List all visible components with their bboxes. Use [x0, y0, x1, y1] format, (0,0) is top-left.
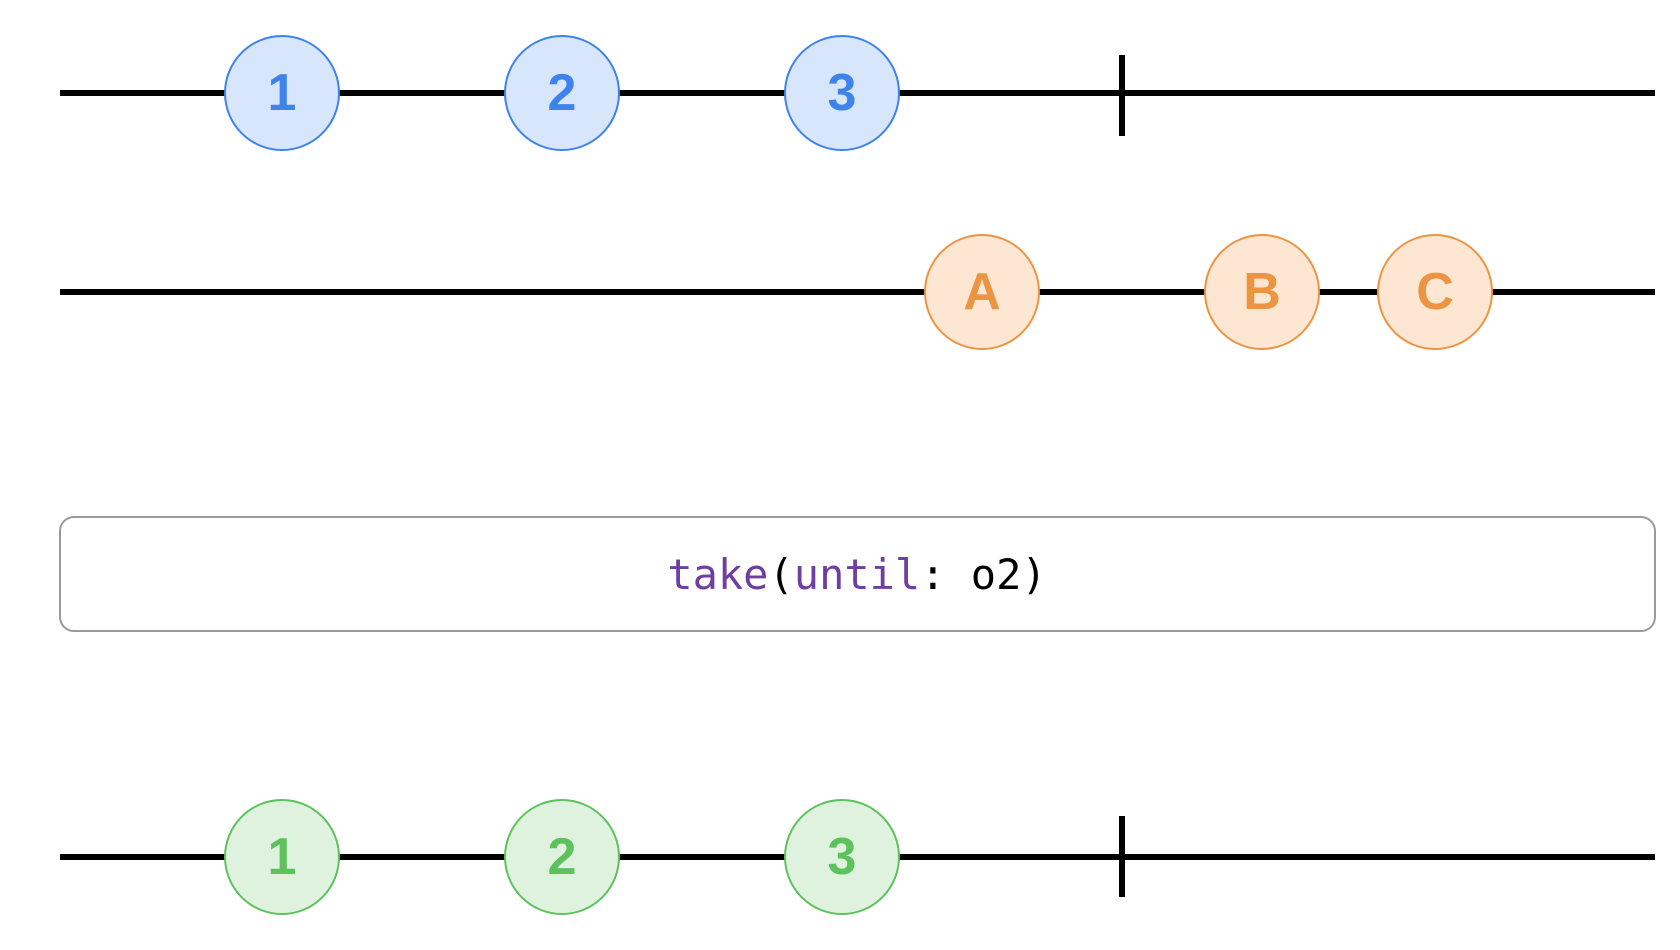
result-marble-3-circle — [784, 799, 900, 915]
trigger-marble-b-label: B — [1243, 263, 1281, 321]
result-marble-2-circle — [504, 799, 620, 915]
operator-box-frame — [59, 516, 1656, 632]
source-marble-2: 2 — [504, 35, 620, 151]
result-timeline: 1 2 3 — [60, 799, 1655, 915]
source-timeline: 1 2 3 — [60, 35, 1655, 151]
source-marble-1-circle — [224, 35, 340, 151]
operator-open-paren: ( — [768, 550, 793, 599]
trigger-marble-c-circle — [1377, 234, 1493, 350]
source-marble-1: 1 — [224, 35, 340, 151]
operator-box: take(until: o2) — [59, 516, 1656, 632]
source-marble-3: 3 — [784, 35, 900, 151]
result-marble-2: 2 — [504, 799, 620, 915]
result-marble-1-circle — [224, 799, 340, 915]
result-marble-3-label: 3 — [828, 828, 857, 886]
trigger-marble-a-circle — [924, 234, 1040, 350]
operator-colon: : — [920, 550, 945, 599]
trigger-timeline: A B C — [60, 234, 1655, 350]
source-marble-2-label: 2 — [548, 64, 577, 122]
operator-function-name: take — [667, 550, 768, 599]
trigger-marble-c-label: C — [1416, 263, 1454, 321]
trigger-marble-b-circle — [1204, 234, 1320, 350]
operator-expression: take(until: o2) — [667, 550, 1046, 599]
source-marble-2-circle — [504, 35, 620, 151]
result-marble-3: 3 — [784, 799, 900, 915]
operator-parameter-label: until — [794, 550, 920, 599]
source-marble-1-label: 1 — [268, 64, 297, 122]
trigger-marble-b: B — [1204, 234, 1320, 350]
operator-argument: o2 — [946, 550, 1022, 599]
trigger-marble-c: C — [1377, 234, 1493, 350]
trigger-marble-a-label: A — [963, 263, 1001, 321]
operator-close-paren: ) — [1021, 550, 1046, 599]
result-marble-1: 1 — [224, 799, 340, 915]
result-marble-2-label: 2 — [548, 828, 577, 886]
source-marble-3-circle — [784, 35, 900, 151]
trigger-marble-a: A — [924, 234, 1040, 350]
source-marble-3-label: 3 — [828, 64, 857, 122]
result-marble-1-label: 1 — [268, 828, 297, 886]
